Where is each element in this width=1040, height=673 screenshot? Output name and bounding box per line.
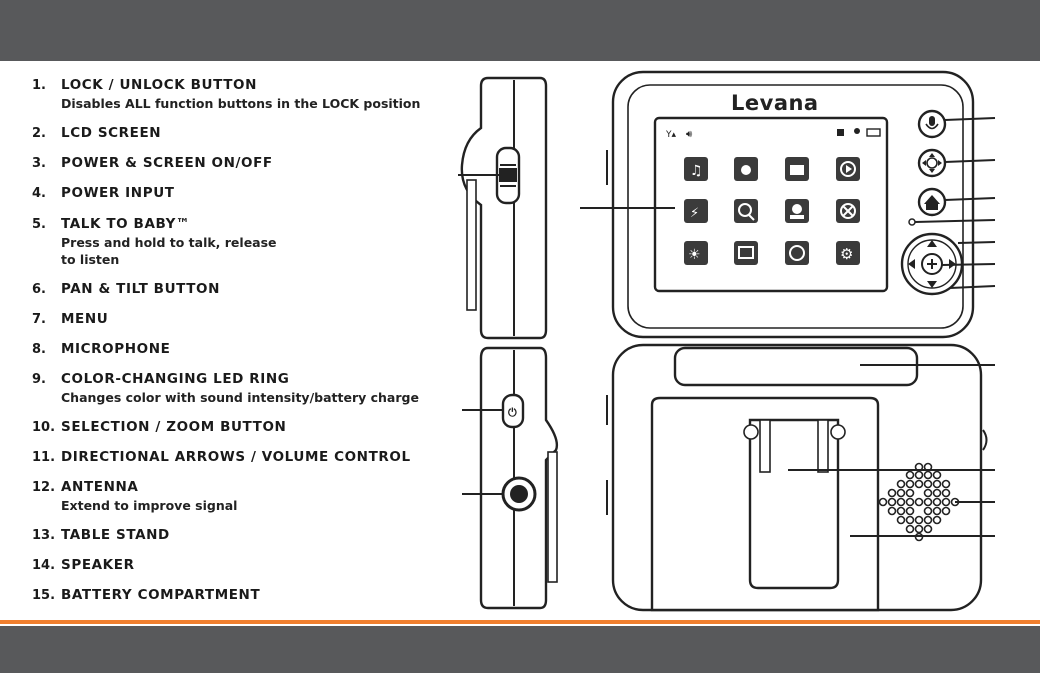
- part-number: 15.: [32, 588, 56, 603]
- part-name: LOCK / UNLOCK BUTTON: [61, 77, 257, 93]
- part-name: ANTENNA: [61, 479, 139, 495]
- part-description: Disables ALL function buttons in the LOC…: [61, 96, 421, 111]
- brand-logo: Levana: [731, 91, 819, 115]
- back-view: [606, 343, 995, 612]
- accent-rule: [0, 620, 1040, 624]
- part-number: 2.: [32, 126, 46, 141]
- pan-tilt-button: [917, 148, 947, 178]
- svg-text:☀: ☀: [688, 247, 701, 263]
- speaker-grille: [878, 462, 960, 542]
- home-icon: [924, 195, 940, 210]
- part-name: TALK TO BABY™: [61, 216, 191, 232]
- part-number: 1.: [32, 78, 46, 93]
- settings-icon: [836, 241, 860, 265]
- table-stand: [673, 346, 919, 387]
- part-number: 11.: [32, 450, 56, 465]
- signal-icon: Y▴: [665, 130, 676, 140]
- flash-icon: [684, 199, 708, 223]
- part-name: MENU: [61, 311, 109, 327]
- part-number: 3.: [32, 156, 46, 171]
- monitor-icon: [734, 241, 758, 265]
- part-number: 14.: [32, 558, 56, 573]
- part-number: 9.: [32, 372, 46, 387]
- svg-text:⚙: ⚙: [840, 245, 853, 263]
- part-name: PAN & TILT BUTTON: [61, 281, 221, 297]
- microphone-hole: [908, 218, 916, 226]
- header-band: [0, 0, 1040, 61]
- side-view-top: [458, 76, 548, 340]
- svg-text:⏻: ⏻: [508, 406, 517, 419]
- part-name: POWER & SCREEN ON/OFF: [61, 155, 273, 171]
- battery-icon: [866, 128, 881, 137]
- microphone-icon: [929, 116, 935, 126]
- part-number: 12.: [32, 480, 56, 495]
- lcd-screen: [653, 116, 889, 293]
- part-name: BATTERY COMPARTMENT: [61, 587, 261, 603]
- plus-icon: [927, 259, 937, 269]
- svg-text:⚡: ⚡: [690, 206, 699, 221]
- svg-text:♫: ♫: [690, 163, 703, 179]
- part-number: 13.: [32, 528, 56, 543]
- part-name: MICROPHONE: [61, 341, 171, 357]
- footer-band: [0, 626, 1040, 673]
- music-icon: [684, 157, 708, 181]
- part-name: COLOR-CHANGING LED RING: [61, 371, 290, 387]
- brightness-icon: [684, 241, 708, 265]
- part-name: DIRECTIONAL ARROWS / VOLUME CONTROL: [61, 449, 411, 465]
- part-description: Extend to improve signal: [61, 498, 238, 513]
- part-number: 6.: [32, 282, 46, 297]
- part-name: SELECTION / ZOOM BUTTON: [61, 419, 287, 435]
- part-name: TABLE STAND: [61, 527, 170, 543]
- part-name: POWER INPUT: [61, 185, 175, 201]
- side-view-bottom: ⏻: [462, 346, 559, 610]
- part-number: 4.: [32, 186, 46, 201]
- lock-status-icon: [837, 129, 844, 136]
- part-number: 7.: [32, 312, 46, 327]
- speaker-volume-icon: 🔊︎: [686, 129, 693, 140]
- pan-tilt-icon: [926, 157, 938, 169]
- part-description: Press and hold to talk, release to liste…: [61, 235, 277, 267]
- part-number: 8.: [32, 342, 46, 357]
- part-description: Changes color with sound intensity/batte…: [61, 390, 419, 405]
- front-view: Levana Y▴ 🔊︎ ♫ ⚡: [580, 70, 996, 339]
- part-name: SPEAKER: [61, 557, 135, 573]
- belt-clip: [748, 418, 840, 590]
- timer-icon: [785, 241, 809, 265]
- baby-status-icon: [854, 128, 860, 134]
- part-name: LCD SCREEN: [61, 125, 162, 141]
- part-number: 5.: [32, 217, 46, 232]
- part-number: 10.: [32, 420, 56, 435]
- menu-icon-grid: ♫ ⚡ ☀ ⚙: [684, 157, 860, 265]
